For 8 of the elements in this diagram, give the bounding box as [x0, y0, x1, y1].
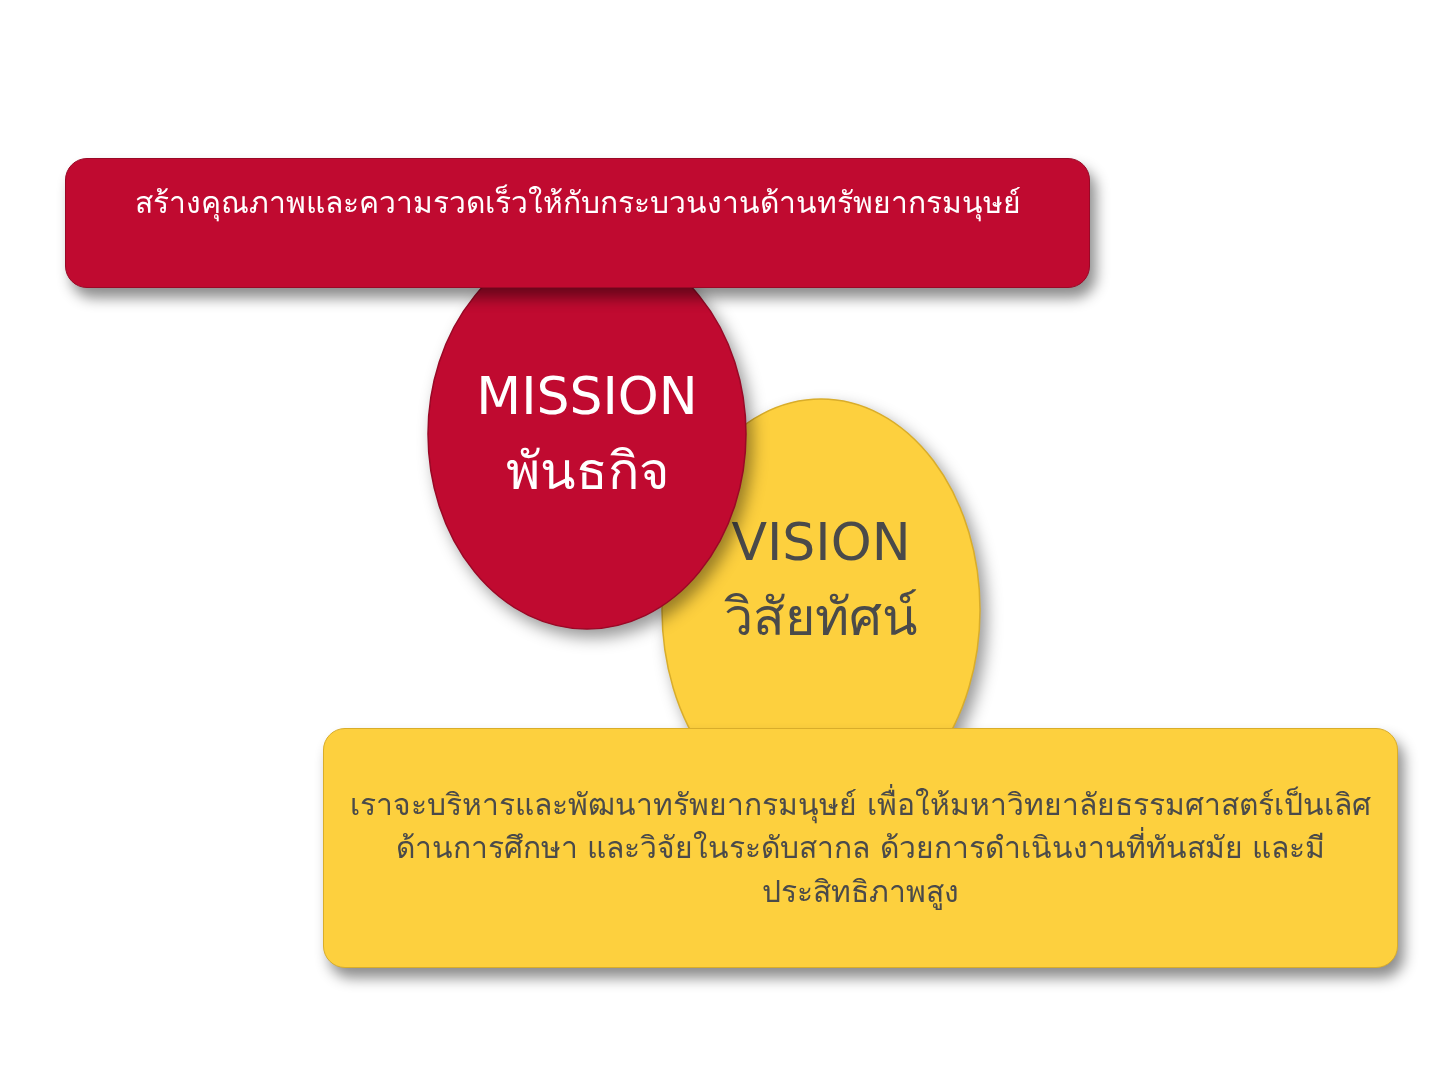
- text-band: [65, 158, 1090, 288]
- heading: MISSION: [476, 364, 698, 428]
- subheading: วิสัยทัศน์: [724, 586, 918, 649]
- statement: เราจะบริหารและพัฒนาทรัพยากรมนุษย์ เพื่อให้มหาวิทยาลัยธรรมศาสตร์เป็นเลิศด้านการศึกษา และวิจัยในระดับสากล ด้วยการดำเนินงานที่ทันสมัย และมีประสิทธิภาพสูง: [349, 783, 1372, 912]
- text-band: [323, 728, 1398, 968]
- subheading: พันธกิจ: [505, 440, 669, 503]
- statement: สร้างคุณภาพและความรวดเร็วให้กับกระบวนงานด้านทรัพยากรมนุษย์: [134, 183, 1021, 224]
- heading: VISION: [731, 510, 911, 574]
